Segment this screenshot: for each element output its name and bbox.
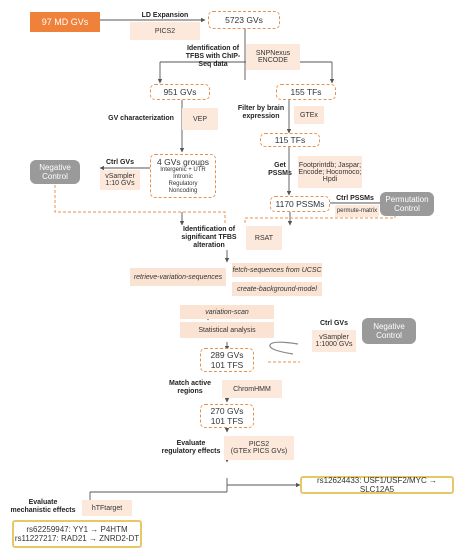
ld-expansion-label: LD Expansion (141, 12, 189, 19)
tfbs-identification-label: Identification of TFBS with ChIP-Seq dat… (185, 45, 241, 68)
statistical-analysis-step: Statistical analysis (180, 322, 274, 338)
snpnexus-encode-tool: SNPNexus ENCODE (246, 44, 300, 70)
eval-mechanistic-label: Evaluate mechanistic effects (10, 499, 76, 514)
variation-scan-step: variation-scan (180, 305, 274, 319)
pssm-databases-tool: Footprintdb; Jaspar; Encode; Hocomoco; H… (298, 156, 362, 188)
tfbs-alteration-label: Identification of significant TFBS alter… (181, 226, 237, 249)
gv-groups-node: 4 GVs groups Intergenic + UTR Intronic R… (150, 154, 216, 198)
fetch-sequences-step: fetch-sequences from UCSC (232, 263, 322, 277)
rsat-tool: RSAT (246, 226, 282, 250)
pssms-1170-node: 1170 PSSMs (270, 196, 330, 212)
gv-groups-list: Intergenic + UTR Intronic Regulatory Non… (160, 167, 206, 194)
negative-control-bottom: Negative Control (362, 318, 416, 344)
retrieve-variation-step: retrieve-variation-sequences (130, 268, 226, 286)
tfs-155-node: 155 TFs (276, 84, 336, 100)
gvs-951-node: 951 GVs (150, 84, 210, 100)
gv-characterization-label: GV characterization (108, 115, 174, 122)
permutation-control: Permutation Control (380, 192, 434, 216)
permute-matrix-tool: permute-matrix (335, 205, 379, 217)
rs12624433-result: rs12624433: USF1/USF2/MYC → SLC12A5 (300, 476, 454, 494)
gvs-270-node: 270 GVs 101 TFS (200, 404, 254, 428)
gtex-tool: GTEx (294, 106, 324, 124)
brain-filter-label: Filter by brain expression (237, 105, 285, 120)
create-background-step: create-background-model (232, 282, 322, 296)
pics2-gtex-tool: PICS2 (GTEx PICS GVs) (224, 436, 294, 460)
gv-groups-title: 4 GVs groups (157, 157, 209, 167)
vsampler-1-1000-tool: vSampler 1:1000 GVs (312, 330, 356, 352)
vsampler-1-10-tool: vSampler 1:10 GVs (100, 170, 140, 190)
pics2-tool: PICS2 (130, 22, 200, 40)
rs11227217-result: rs11227217: RAD21 → ZNRD2-DT (14, 534, 140, 543)
chromhmm-tool: ChromHMM (222, 380, 282, 398)
gvs-5723-node: 5723 GVs (208, 11, 280, 29)
ctrl-gvs-bottom-label: Ctrl GVs (319, 320, 348, 327)
start-node: 97 MD GVs (30, 12, 100, 32)
vep-tool: VEP (182, 108, 218, 130)
negative-control-top: Negative Control (30, 160, 80, 184)
get-pssms-label: Get PSSMs (268, 162, 292, 177)
match-regions-label: Match active regions (168, 380, 212, 395)
mechanistic-results: rs62259947: YY1 → P4HTM rs11227217: RAD2… (12, 520, 142, 548)
rs62259947-result: rs62259947: YY1 → P4HTM (26, 525, 128, 534)
ctrl-pssms-label: Ctrl PSSMs (336, 195, 374, 202)
eval-regulatory-label: Evaluate regulatory effects (161, 440, 221, 455)
tfs-115-node: 115 TFs (260, 133, 320, 147)
htftarget-tool: hTFtarget (82, 500, 132, 516)
ctrl-gvs-top-label: Ctrl GVs (105, 159, 134, 166)
gvs-289-node: 289 GVs 101 TFS (200, 348, 254, 372)
